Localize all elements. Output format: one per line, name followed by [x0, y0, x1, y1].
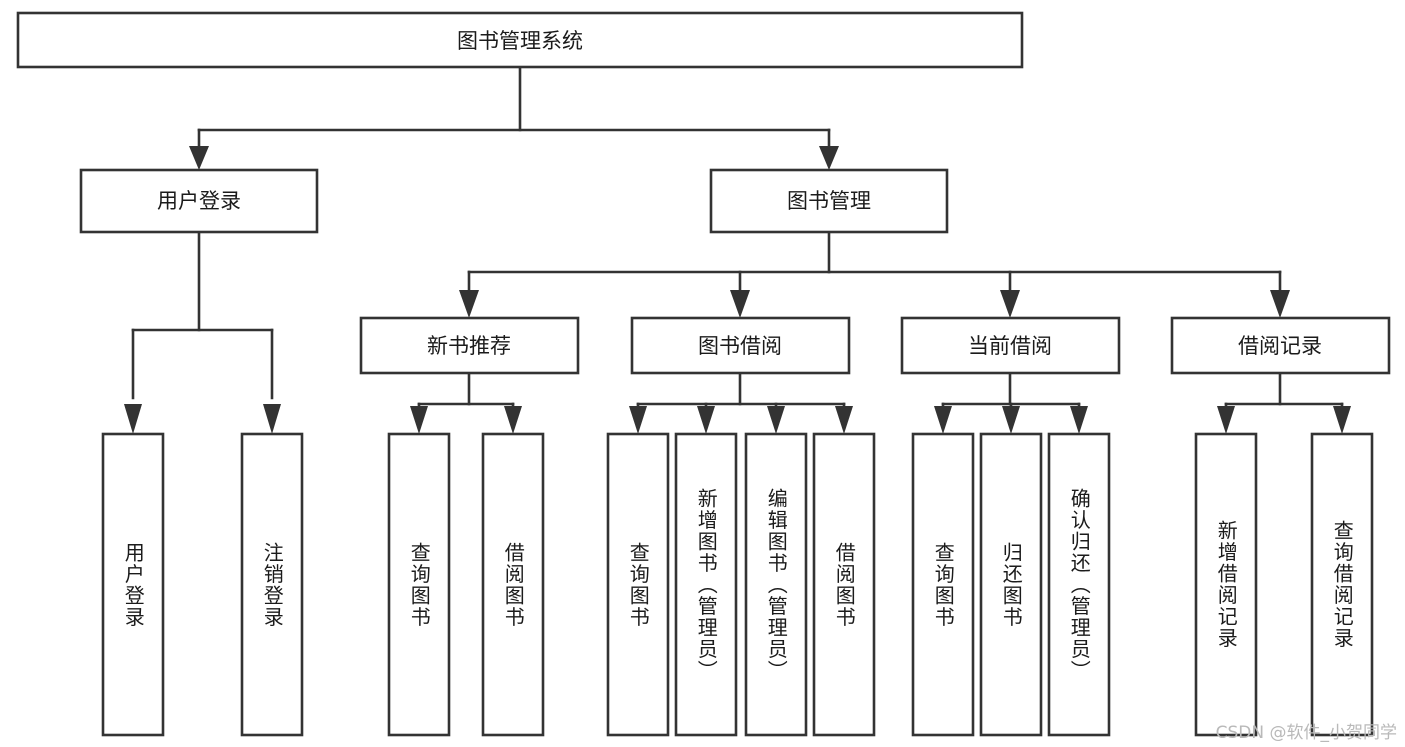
node-new-book-recommend[interactable]: 新书推荐 [359, 316, 580, 375]
node-borrow-record-box[interactable] [1170, 316, 1391, 375]
leaf-box-bb-2[interactable] [674, 432, 738, 737]
node-root-label: 图书管理系统 [457, 29, 583, 53]
arrowhead-leaf-cb-1 [934, 406, 952, 434]
arrowhead-book-mgmt [819, 146, 839, 170]
leaf-box-user-login-2[interactable] [240, 432, 304, 737]
node-borrow-record-label: 借阅记录 [1238, 334, 1322, 358]
arrowhead-new-book-recommend [459, 290, 479, 318]
arrowhead-leaf-cb-2 [1002, 406, 1020, 434]
leaf-box-cb-3[interactable] [1047, 432, 1111, 737]
arrowhead-leaf-bb-1 [629, 406, 647, 434]
leaf-box-cb-2[interactable] [979, 432, 1043, 737]
arrowhead-borrow-record [1270, 290, 1290, 318]
leaf-box-nbr-1[interactable] [387, 432, 451, 737]
arrowhead-leaf-nbr-2 [504, 406, 522, 434]
node-book-management-label: 图书管理 [787, 189, 871, 213]
arrowhead-leaf-br-2 [1333, 406, 1351, 434]
node-new-book-recommend-box[interactable] [359, 316, 580, 375]
arrowhead-leaf-bb-2 [697, 406, 715, 434]
node-book-borrow[interactable]: 图书借阅 [630, 316, 851, 375]
leaf-box-cb-1[interactable] [911, 432, 975, 737]
arrowhead-leaf-br-1 [1217, 406, 1235, 434]
arrowhead-book-borrow [730, 290, 750, 318]
node-new-book-recommend-label: 新书推荐 [427, 334, 511, 358]
leaf-box-br-1[interactable] [1194, 432, 1258, 737]
arrowhead-leaf-nbr-1 [410, 406, 428, 434]
node-user-login-box[interactable] [79, 168, 319, 234]
leaf-box-bb-1[interactable] [606, 432, 670, 737]
node-book-borrow-box[interactable] [630, 316, 851, 375]
connector-group [124, 65, 1351, 434]
node-book-borrow-label: 图书借阅 [698, 334, 782, 358]
node-root[interactable]: 图书管理系统 [16, 11, 1024, 69]
node-root-box[interactable] [16, 11, 1024, 69]
node-current-borrow-label: 当前借阅 [968, 334, 1052, 358]
node-book-management-box[interactable] [709, 168, 949, 234]
csdn-watermark: CSDN @软件_小贺同学 [1215, 723, 1397, 743]
node-current-borrow-box[interactable] [900, 316, 1121, 375]
arrowhead-current-borrow [1000, 290, 1020, 318]
arrowhead-leaf-bb-4 [835, 406, 853, 434]
node-current-borrow[interactable]: 当前借阅 [900, 316, 1121, 375]
leaf-box-user-login-1[interactable] [101, 432, 165, 737]
arrowhead-leaf-cb-3 [1070, 406, 1088, 434]
arrowhead-leaf-bb-3 [767, 406, 785, 434]
leaf-box-bb-3[interactable] [744, 432, 808, 737]
node-user-login[interactable]: 用户登录 [79, 168, 319, 234]
leaf-box-br-2[interactable] [1310, 432, 1374, 737]
node-book-management[interactable]: 图书管理 [709, 168, 949, 234]
arrowhead-leaf-user-login-2 [263, 404, 281, 434]
leaf-box-group [101, 432, 1374, 737]
node-user-login-label: 用户登录 [157, 189, 241, 213]
arrowhead-user-login [189, 146, 209, 170]
arrowhead-leaf-user-login-1 [124, 404, 142, 434]
leaf-box-bb-4[interactable] [812, 432, 876, 737]
leaf-box-nbr-2[interactable] [481, 432, 545, 737]
node-borrow-record[interactable]: 借阅记录 [1170, 316, 1391, 375]
